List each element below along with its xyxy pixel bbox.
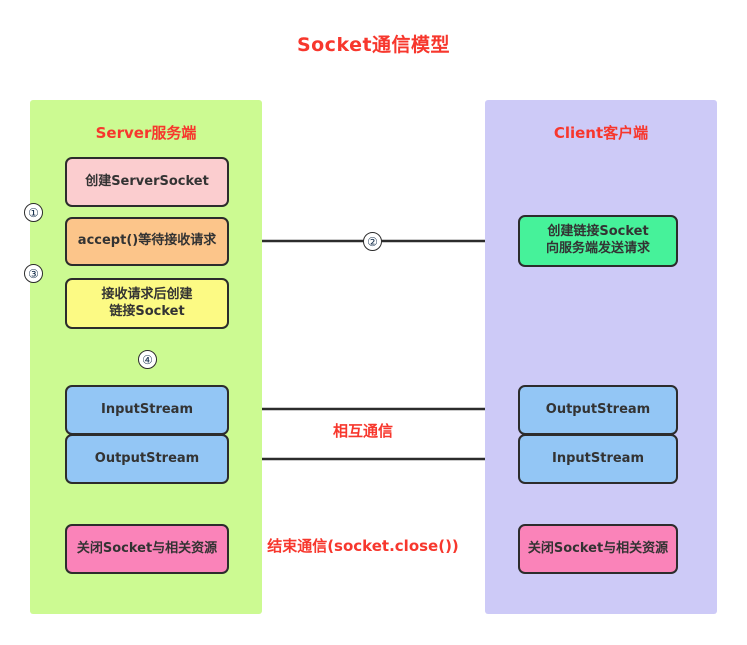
client-box-close-socket[interactable]: 关闭Socket与相关资源 [518,524,678,574]
client-box-output-stream[interactable]: OutputStream [518,385,678,435]
step-number-2-badge: ② [363,232,382,251]
server-panel-heading: Server服务端 [95,124,197,142]
client-box-create-connection[interactable]: 创建链接Socket 向服务端发送请求 [518,215,678,267]
client-panel-heading: Client客户端 [553,124,649,142]
client-box-create-connection-line1: 创建链接Socket [547,224,649,240]
client-box-create-connection-line2: 向服务端发送请求 [545,241,650,256]
server-box-after-request-create-line2: 链接Socket [109,303,185,319]
server-box-accept-wait[interactable]: accept()等待接收请求 [65,217,229,266]
server-box-after-request-create-line1: 接收请求后创建 [101,286,193,302]
server-box-output-stream[interactable]: OutputStream [65,434,229,484]
server-box-create-server-socket[interactable]: 创建ServerSocket [65,157,229,207]
step-number-4-badge: ④ [138,350,157,369]
server-box-after-request-create[interactable]: 接收请求后创建 链接Socket [65,278,229,329]
client-box-input-stream[interactable]: InputStream [518,434,678,484]
label-mutual-communication: 相互通信 [332,422,393,440]
server-box-input-stream[interactable]: InputStream [65,385,229,435]
step-number-1-badge: ① [24,203,43,222]
step-number-3-badge: ③ [24,264,43,283]
server-box-close-socket[interactable]: 关闭Socket与相关资源 [65,524,229,574]
page-title: Socket通信模型 [296,34,451,56]
label-end-communication: 结束通信(socket.close()) [267,537,459,555]
